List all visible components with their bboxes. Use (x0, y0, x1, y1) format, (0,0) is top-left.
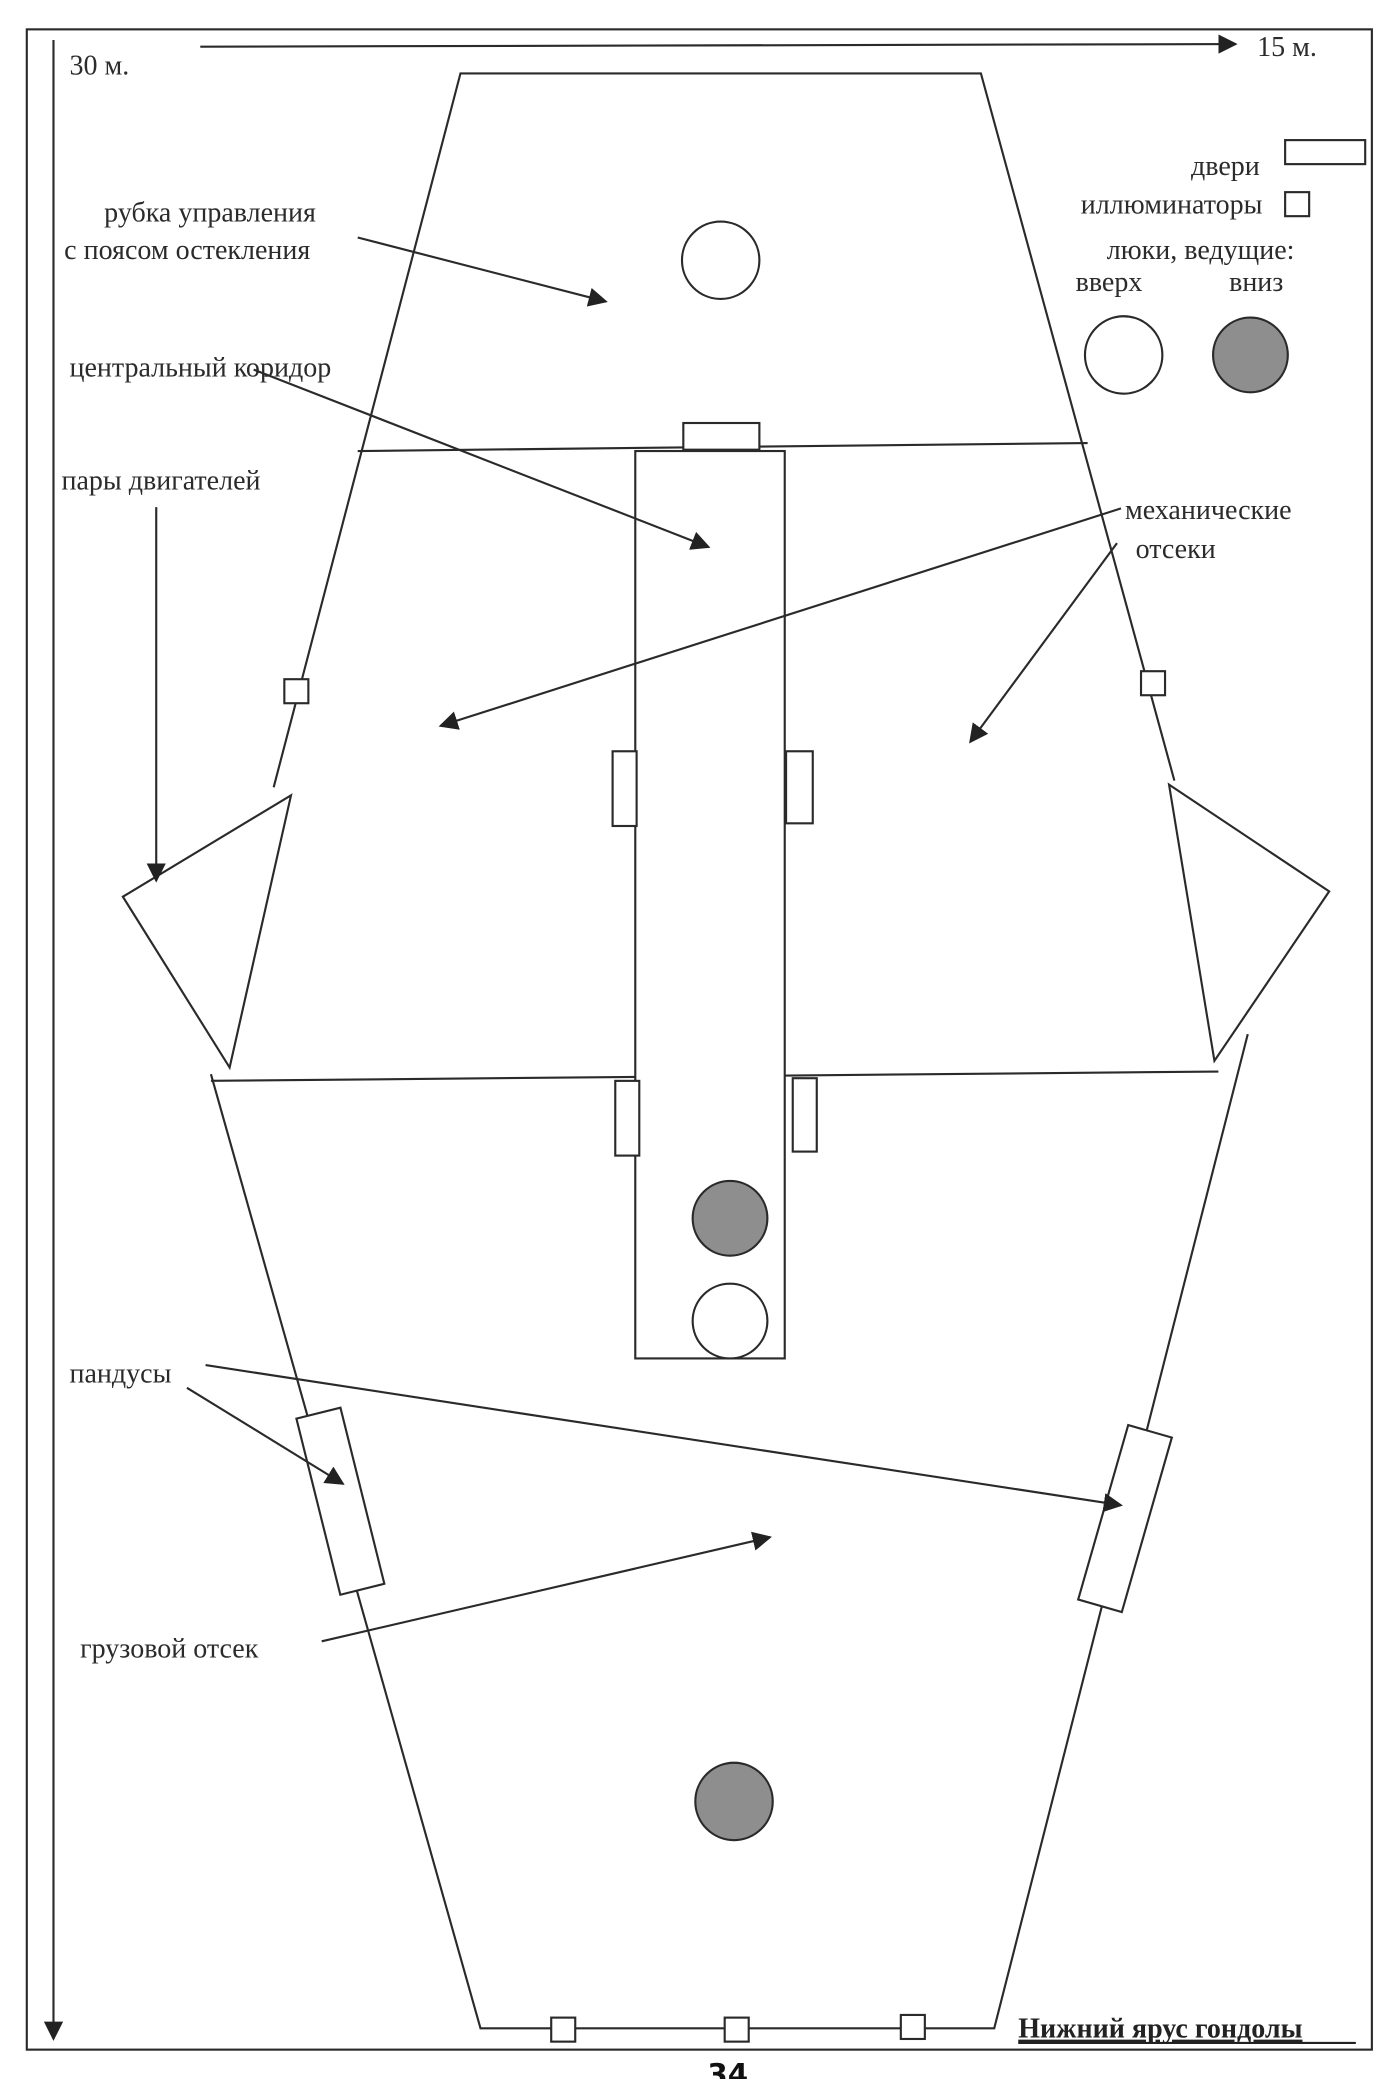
porthole-aft-2 (723, 2016, 750, 2043)
label-mechanical-1: механические (1125, 495, 1292, 526)
arrow-ramp-right (205, 1364, 1123, 1513)
legend-hatch-up-icon (1083, 315, 1164, 395)
arrow-mechanical-left (438, 507, 1122, 730)
page-frame (25, 28, 1373, 2051)
width-scale-label: 15 м. (1257, 32, 1317, 63)
porthole-aft-1 (550, 2016, 577, 2043)
label-mechanical-2: отсеки (1136, 534, 1216, 565)
engine-right (1167, 782, 1331, 1064)
door-corridor-right-lower (791, 1077, 818, 1153)
label-engine-pairs: пары двигателей (61, 466, 260, 497)
engine-left (121, 793, 293, 1071)
hatch-down-corridor (691, 1179, 769, 1257)
legend-hatch-down-label: вниз (1229, 267, 1283, 298)
porthole-aft-3 (899, 2013, 926, 2041)
porthole-right (1139, 670, 1167, 697)
legend: двери иллюминаторы люки, ведущие: вверх … (1076, 139, 1367, 395)
label-central-corridor: центральный коридор (69, 352, 331, 383)
legend-porthole-icon (1284, 191, 1311, 218)
door-corridor-forward (682, 421, 761, 451)
label-control-room-2: с поясом остекления (64, 235, 310, 266)
door-corridor-left-upper (611, 750, 638, 828)
door-corridor-right-upper (785, 750, 814, 825)
label-ramps: пандусы (69, 1358, 171, 1389)
arrow-central-corridor (253, 368, 711, 550)
length-scale-label: 30 м. (69, 51, 129, 82)
width-scale-arrow (200, 34, 1238, 54)
arrow-ramp-left (186, 1386, 345, 1485)
legend-hatch-down-icon (1212, 316, 1289, 394)
diagram-title: Нижний ярус гондолы (1018, 2014, 1302, 2045)
label-cargo-hold: грузовой отсек (80, 1633, 259, 1664)
legend-hatches-heading: люки, ведущие: (1107, 235, 1295, 266)
label-control-room-1: рубка управления (104, 198, 316, 229)
page-number: 34 (707, 2057, 748, 2079)
ramp-right (1076, 1423, 1174, 1614)
arrow-control-room (357, 236, 608, 307)
arrow-mechanical-right (969, 542, 1118, 744)
hatch-up-control-room (680, 220, 761, 300)
legend-hatch-up-label: вверх (1076, 267, 1143, 298)
door-corridor-left-lower (614, 1079, 641, 1157)
hatch-down-cargo (694, 1761, 774, 1842)
hatch-up-corridor (691, 1282, 769, 1360)
arrow-cargo-hold (321, 1531, 772, 1643)
legend-doors-label: двери (1191, 151, 1260, 182)
legend-door-icon (1284, 139, 1367, 166)
ramp-left (295, 1406, 386, 1597)
porthole-left (283, 678, 310, 705)
legend-portholes-label: иллюминаторы (1081, 190, 1263, 221)
